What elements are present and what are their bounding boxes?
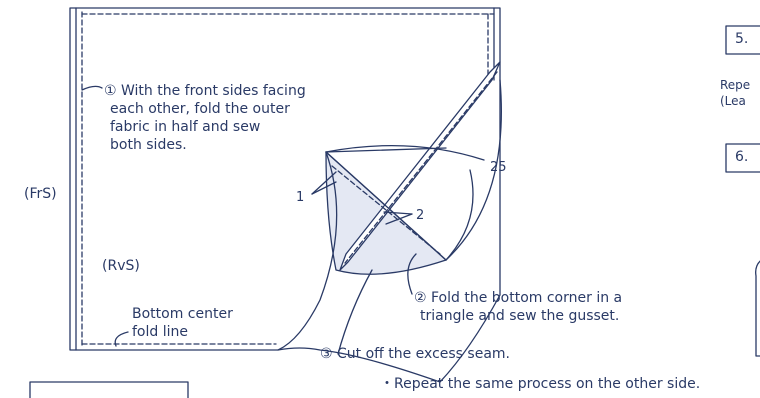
leader-1a (311, 171, 337, 195)
step2-text-line1: ② Fold the bottom corner in a (414, 290, 623, 306)
step3-text: ③ Cut off the excess seam. (320, 346, 511, 362)
leader-step1 (81, 85, 103, 91)
side-repeat-line2: (Lea (720, 94, 746, 108)
repeat-note: ・Repeat the same process on the other si… (380, 376, 701, 392)
leader-step3 (337, 269, 373, 355)
strip-seam (344, 71, 498, 264)
front-side-label: (FrS) (24, 186, 57, 202)
leader-2b (385, 213, 413, 225)
reverse-side-label: (RvS) (102, 258, 140, 274)
leader-1b (311, 181, 337, 195)
step1-text-line3: fabric in half and sew (110, 119, 261, 135)
right-side-curve (445, 79, 503, 261)
step5-box-frame (725, 25, 760, 55)
leader-2a (383, 211, 413, 215)
step6-box-frame (725, 143, 760, 173)
gusset-cut-line (325, 151, 447, 261)
next-step-frame (29, 381, 189, 398)
dim-25-arc (325, 144, 485, 161)
bottom-center-line1: Bottom center (132, 306, 233, 322)
step1-text-line1: ① With the front sides facing (104, 83, 306, 99)
dim-25-arc-right (445, 169, 474, 261)
lower-edge (277, 151, 338, 351)
side-repeat-line1: Repe (720, 78, 751, 92)
step1-text-line2: each other, fold the outer (110, 101, 290, 117)
gusset-height-label: 25 (490, 160, 507, 175)
gusset-seam (331, 165, 441, 255)
gusset-trim-label: 2 (416, 208, 425, 223)
bag-outline (69, 7, 501, 383)
seam-allowance-label: 1 (296, 190, 305, 205)
bottom-center-line2: fold line (132, 324, 188, 340)
step1-text-line4: both sides. (110, 137, 187, 153)
step2-text-line2: triangle and sew the gusset. (420, 308, 620, 324)
step5-label: 5. (735, 31, 749, 47)
leader-bottom (114, 331, 129, 347)
triangle-top (325, 147, 447, 153)
step6-label: 6. (735, 149, 749, 165)
side-shape (755, 260, 760, 357)
leader-step2 (407, 253, 417, 295)
